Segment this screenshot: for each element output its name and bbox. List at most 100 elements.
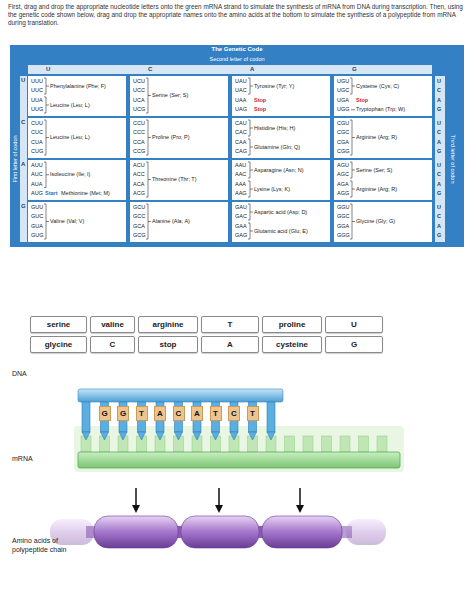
codon: GAC <box>235 213 247 220</box>
amino-acid-name: Lysine (Lys; K) <box>254 186 290 193</box>
third-letter: G <box>437 232 441 239</box>
dna-tooth <box>267 402 275 432</box>
codon: UAU <box>235 78 247 85</box>
column-header: U <box>46 66 50 72</box>
codon: CCA <box>133 139 145 146</box>
dna-tooth <box>82 402 90 432</box>
answer-tile: proline <box>262 316 322 333</box>
table-cell <box>28 160 126 200</box>
amino-acid-name: Arginine (Arg; R) <box>356 134 397 141</box>
codon-bracket <box>44 162 49 188</box>
table-cell <box>28 118 126 158</box>
amino-acid-name: Proline (Pro; P) <box>152 134 190 141</box>
codon: UUU <box>31 78 43 85</box>
dna-base: C <box>228 406 240 421</box>
node-text: valine <box>101 320 124 329</box>
arrow-head <box>215 505 223 513</box>
node-text: cysteine <box>276 340 308 349</box>
codon: ACC <box>133 171 145 178</box>
dna-tooth-tip <box>212 432 220 440</box>
codon: UCC <box>133 87 145 94</box>
third-letter: U <box>437 120 441 127</box>
amino-acid-name: Phenylalanine (Phe; F) <box>50 83 106 90</box>
answer-tile: G <box>325 336 383 353</box>
stop-codon: Stop <box>254 106 266 113</box>
table-cell <box>28 76 126 116</box>
table-cell <box>334 160 432 200</box>
arrow-head <box>296 505 304 513</box>
codon: GGU <box>337 204 350 211</box>
codon: CUU <box>31 120 43 127</box>
dna-base: T <box>247 406 259 421</box>
dna-tooth-tip <box>230 432 238 440</box>
dna-base: G <box>99 406 111 421</box>
codon: CUC <box>31 129 43 136</box>
stop-codon: Stop <box>356 97 368 104</box>
node-text: A <box>227 340 233 349</box>
table-cell <box>334 202 432 242</box>
arrows <box>132 488 304 513</box>
amino-acid-name: Alanine (Ala; A) <box>152 218 190 225</box>
node-text: arginine <box>152 320 183 329</box>
codon-bracket <box>146 204 151 239</box>
codon: GCU <box>133 204 145 211</box>
codon: AUG <box>31 190 43 197</box>
third-letter: A <box>437 223 441 230</box>
codon: UGA <box>337 97 349 104</box>
third-letter: A <box>437 97 441 104</box>
codon: AGA <box>337 181 349 188</box>
codon-bracket <box>44 97 49 113</box>
codon: AUA <box>31 181 42 188</box>
codon: GGA <box>337 223 349 230</box>
instructions: First, drag and drop the appropriate nuc… <box>8 3 470 27</box>
amino-acid-name: Leucine (Leu; L) <box>50 102 90 109</box>
amino-acid-name: Tryptophan (Trp; W) <box>356 106 405 113</box>
codon: GUC <box>31 213 43 220</box>
third-strip <box>435 76 445 242</box>
node-text: G <box>101 409 107 418</box>
answer-tile: valine <box>90 316 135 333</box>
codon: UCU <box>133 78 145 85</box>
node-text: U <box>351 320 357 329</box>
codon-bracket <box>248 162 253 178</box>
dna-tooth-tip <box>193 432 201 440</box>
dna-tooth-tip <box>138 432 146 440</box>
codon: GGG <box>337 232 350 239</box>
amino-acid-name: Glutamine (Gln; Q) <box>254 144 300 151</box>
dna-base: G <box>117 406 129 421</box>
mrna-glow <box>74 426 404 472</box>
codon: UAA <box>235 97 246 104</box>
codon: CUA <box>31 139 43 146</box>
amino-acid <box>94 516 178 548</box>
third-letter: G <box>437 148 441 155</box>
row-strip <box>20 76 27 242</box>
codon: GAA <box>235 223 247 230</box>
amino-acid-name: Histidine (His; H) <box>254 125 295 132</box>
amino-acid <box>262 516 342 548</box>
codon: GCG <box>133 232 146 239</box>
table-cell <box>130 160 228 200</box>
answer-tile: stop <box>138 336 198 353</box>
start-codon: Start <box>45 190 58 197</box>
codon-bracket <box>146 162 151 197</box>
amino-acid-name: Arginine (Arg; R) <box>356 186 397 193</box>
codon-bracket <box>248 78 253 94</box>
codon: AAU <box>235 162 246 169</box>
third-letter: U <box>437 162 441 169</box>
codon: UGC <box>337 87 349 94</box>
table-cell <box>232 202 330 242</box>
dna-tooth-tip <box>267 432 275 440</box>
amino-acid-name: Asparagine (Asn; N) <box>254 167 304 174</box>
axis-title: Second letter of codon <box>137 56 337 62</box>
amino-acid-name: Glycine (Gly; G) <box>356 218 395 225</box>
dna-tooth-tip <box>119 432 127 440</box>
dna-tooth-tip <box>101 432 109 440</box>
codon: CGG <box>337 148 350 155</box>
dna-backbone <box>78 389 283 402</box>
node-text: A <box>157 409 163 418</box>
mrna-rod <box>303 436 313 452</box>
table-cell <box>232 76 330 116</box>
table-cell <box>130 202 228 242</box>
codon-bracket <box>248 181 253 197</box>
codon: UGU <box>337 78 349 85</box>
